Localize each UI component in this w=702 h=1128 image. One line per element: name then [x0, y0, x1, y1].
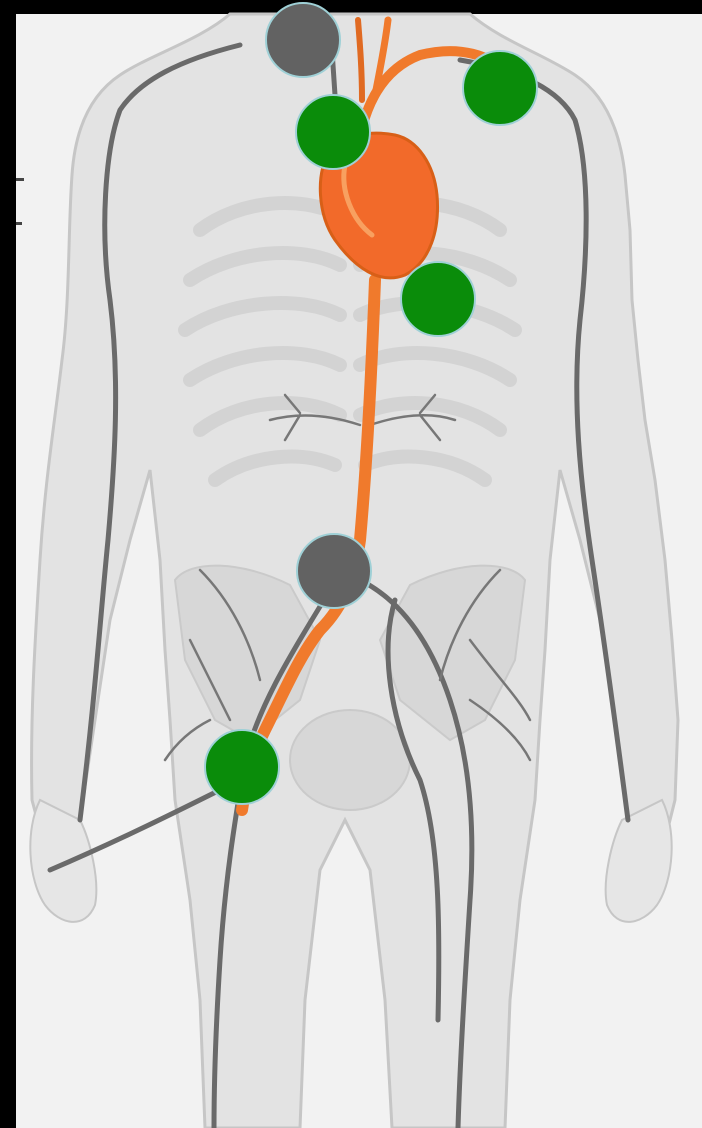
- marker-aortic-bifurcation[interactable]: [297, 534, 371, 608]
- marker-descending-aorta[interactable]: [401, 262, 475, 336]
- left-tick-2: [16, 222, 22, 225]
- marker-aortic-arch[interactable]: [296, 95, 370, 169]
- left-frame-bar: [0, 0, 16, 1128]
- top-frame-bar: [0, 0, 702, 14]
- marker-neck-top[interactable]: [266, 3, 340, 77]
- marker-right-femoral[interactable]: [205, 730, 279, 804]
- marker-left-subclavian[interactable]: [463, 51, 537, 125]
- left-tick: [16, 178, 24, 181]
